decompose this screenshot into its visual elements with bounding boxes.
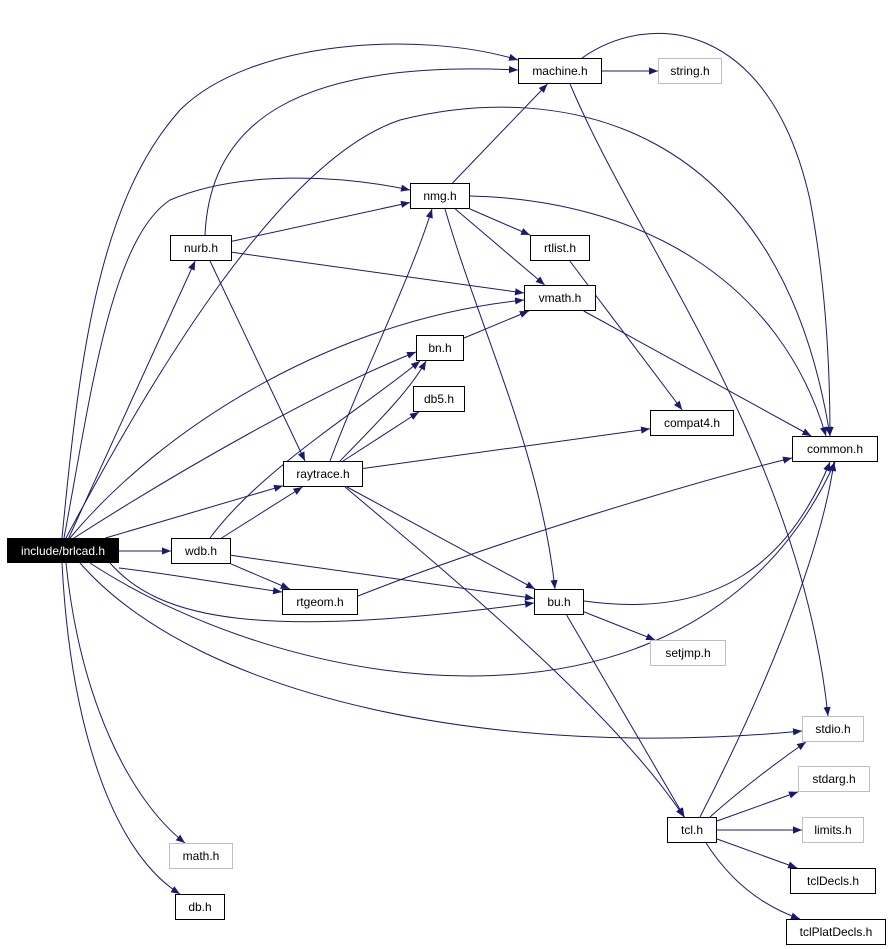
edge-raytrace-to-bu — [346, 486, 536, 590]
edge-tcl-to-common — [699, 461, 837, 818]
edge-wdb-to-bn — [209, 360, 421, 539]
edge-nurb-to-machine — [204, 65, 519, 236]
node-tcl[interactable]: tcl.h — [667, 817, 717, 843]
edge-bu-to-common — [583, 461, 831, 605]
node-tclPlatDecls[interactable]: tclPlatDecls.h — [786, 919, 886, 945]
edge-wdb-to-raytrace — [221, 486, 303, 539]
edge-nmg-to-machine — [452, 83, 548, 184]
edge-root-to-stdio — [79, 562, 803, 739]
node-db5[interactable]: db5.h — [413, 386, 465, 412]
node-setjmp: setjmp.h — [650, 640, 726, 666]
edge-root-to-rtgeom — [118, 567, 283, 595]
edge-root-to-raytrace — [105, 484, 284, 539]
node-compat4[interactable]: compat4.h — [650, 410, 734, 436]
edge-machine-to-stdio — [569, 83, 831, 717]
edge-root-to-common — [65, 106, 833, 539]
node-math: math.h — [169, 843, 233, 869]
edge-rtgeom-to-common — [357, 456, 793, 597]
edge-tcl-to-stdarg — [716, 791, 799, 822]
edge-rtlist-to-compat4 — [569, 260, 683, 411]
edge-tcl-to-tclDecls — [716, 838, 798, 869]
node-db[interactable]: db.h — [175, 894, 225, 920]
edge-nurb-to-vmath — [231, 251, 525, 296]
node-raytrace[interactable]: raytrace.h — [283, 461, 363, 487]
edge-vmath-to-common — [583, 310, 812, 437]
edge-bn-to-vmath — [463, 310, 529, 339]
node-stdio: stdio.h — [802, 716, 864, 742]
edge-nurb-to-raytrace — [209, 260, 306, 462]
edge-tcl-to-stdio — [709, 741, 807, 818]
edge-raytrace-to-compat4 — [362, 426, 651, 469]
node-rtgeom[interactable]: rtgeom.h — [282, 589, 358, 615]
edge-root-to-vmath — [69, 297, 525, 539]
edge-nmg-to-vmath — [454, 208, 546, 286]
node-tclDecls[interactable]: tclDecls.h — [790, 868, 876, 894]
edge-machine-to-common — [581, 32, 834, 437]
edge-root-to-common-alt — [89, 461, 836, 677]
edge-nmg-to-rtlist — [469, 208, 531, 236]
edge-nmg-to-common — [469, 195, 827, 437]
node-root[interactable]: include/brlcad.h — [7, 538, 119, 563]
edge-wdb-to-rtgeom — [230, 563, 290, 590]
node-wdb[interactable]: wdb.h — [171, 538, 231, 564]
edge-bu-to-tcl — [566, 614, 685, 818]
edge-root-to-db — [61, 562, 181, 895]
edge-root-to-bn — [73, 351, 417, 539]
edge-raytrace-to-db5 — [342, 411, 420, 462]
node-bn[interactable]: bn.h — [416, 335, 464, 361]
edge-root-to-nmg — [63, 177, 411, 539]
node-vmath[interactable]: vmath.h — [524, 285, 596, 311]
node-stdarg: stdarg.h — [798, 766, 870, 792]
node-rtlist[interactable]: rtlist.h — [530, 235, 590, 261]
edge-root-to-nurb — [68, 260, 196, 539]
edge-nmg-to-bu — [444, 208, 558, 590]
edge-nurb-to-nmg — [231, 200, 411, 242]
node-nmg[interactable]: nmg.h — [410, 183, 470, 209]
node-bu[interactable]: bu.h — [534, 589, 584, 615]
node-nurb[interactable]: nurb.h — [170, 235, 232, 261]
node-common[interactable]: common.h — [792, 436, 878, 462]
edge-raytrace-to-bn — [339, 360, 427, 462]
node-string: string.h — [658, 58, 722, 84]
node-limits: limits.h — [802, 817, 864, 843]
edge-root-to-bu — [109, 562, 535, 623]
edge-raytrace-to-nmg — [329, 208, 433, 462]
edge-raytrace-to-tcl — [344, 486, 685, 818]
edge-bu-to-setjmp — [583, 611, 656, 641]
edge-root-to-machine — [61, 43, 519, 539]
edge-wdb-to-bu — [230, 554, 535, 601]
edge-root-to-math — [65, 562, 186, 844]
edge-tcl-to-tclPlatDecls — [705, 842, 801, 920]
node-machine[interactable]: machine.h — [518, 58, 602, 84]
